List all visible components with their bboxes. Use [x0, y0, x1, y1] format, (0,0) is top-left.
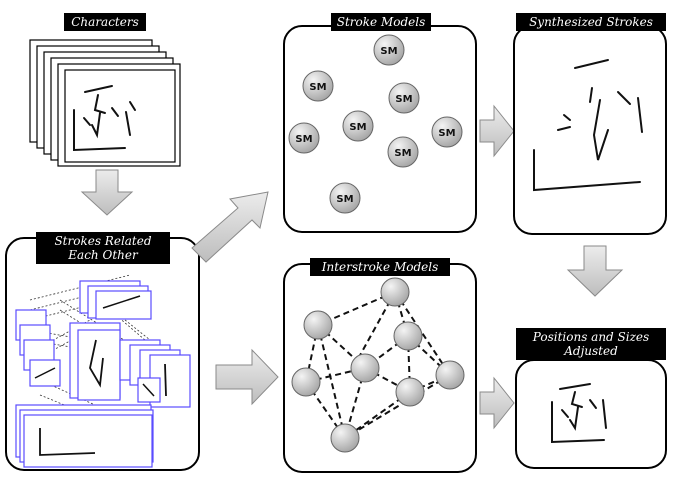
- arrow-right-positions: [479, 376, 515, 430]
- graph-node: [303, 310, 333, 340]
- label-positions-line1: Positions and Sizes: [532, 330, 650, 344]
- arrow-right-interstroke: [215, 348, 279, 406]
- handwritten-character-sample: [73, 85, 136, 152]
- graph-node: [291, 367, 321, 397]
- sm-node: [388, 82, 420, 114]
- characters-card-stack: [29, 39, 181, 167]
- label-interstroke-models: Interstroke Models: [310, 258, 450, 276]
- sm-node: [288, 122, 320, 154]
- sm-node: [302, 70, 334, 102]
- label-positions-adjusted: Positions and Sizes Adjusted: [516, 328, 666, 360]
- sm-node-label: SM: [309, 82, 326, 93]
- sm-node: [373, 34, 405, 66]
- sm-node-label: SM: [394, 148, 411, 159]
- graph-node: [435, 360, 465, 390]
- label-characters: Characters: [64, 13, 146, 31]
- stroke-box-network: [15, 274, 191, 468]
- sm-node-label: SM: [380, 46, 397, 57]
- synthesized-strokes-drawing: [533, 59, 643, 192]
- graph-node: [380, 277, 410, 307]
- graph-node: [350, 353, 380, 383]
- label-synthesized-strokes: Synthesized Strokes: [516, 13, 666, 31]
- sm-node: [342, 110, 374, 142]
- sm-node-label: SM: [438, 128, 455, 139]
- arrow-right-synthesized: [479, 104, 515, 158]
- graph-node: [330, 423, 360, 453]
- sm-node-label: SM: [395, 94, 412, 105]
- graph-node: [393, 321, 423, 351]
- sm-node-group: SM SM SM SM SM SM SM SM: [288, 34, 463, 214]
- positions-adjusted-panel: [515, 359, 667, 469]
- sm-node-label: SM: [295, 134, 312, 145]
- label-positions-line2: Adjusted: [564, 344, 618, 358]
- label-strokes-related: Strokes Related Each Other: [36, 232, 170, 264]
- label-stroke-models: Stroke Models: [331, 13, 431, 31]
- sm-node: [387, 136, 419, 168]
- label-strokes-related-line1: Strokes Related: [54, 234, 152, 248]
- arrow-up-right-stroke-models: [191, 191, 269, 263]
- label-strokes-related-line2: Each Other: [68, 248, 138, 262]
- arrow-down-positions: [566, 245, 624, 297]
- arrow-down-characters: [80, 169, 134, 216]
- adjusted-character-drawing: [551, 383, 607, 444]
- sm-node: [329, 182, 361, 214]
- sm-node-label: SM: [336, 194, 353, 205]
- interstroke-graph-nodes: [291, 277, 465, 453]
- synthesized-strokes-panel: [513, 25, 667, 235]
- sm-node: [431, 116, 463, 148]
- graph-node: [395, 377, 425, 407]
- sm-node-label: SM: [349, 122, 366, 133]
